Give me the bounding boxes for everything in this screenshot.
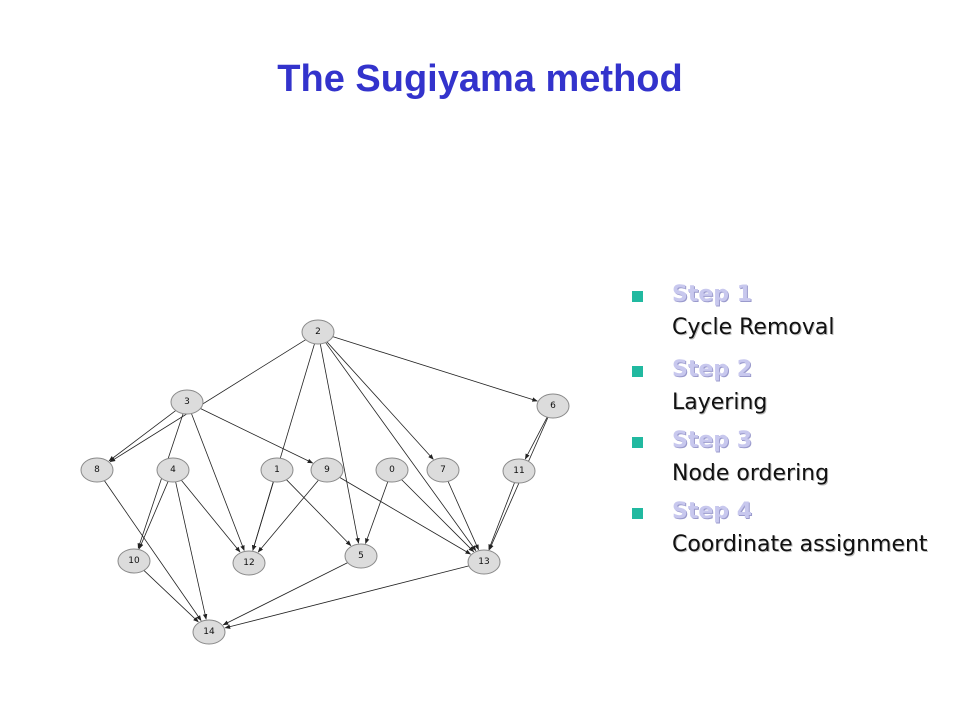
node-shape [170,389,204,415]
node-label: 1 [274,465,280,475]
node-shape [426,457,460,483]
node-shape [260,457,294,483]
step-description: Coordinate assignment [672,532,928,557]
edge-3-to-10 [137,413,184,549]
node-shape [467,549,501,575]
step-title: Step 3 [672,428,752,453]
node-shape [502,458,536,484]
edge-3-to-12 [191,413,245,552]
node-shape [310,457,344,483]
edge-5-to-14 [222,562,348,626]
node-shape [192,619,226,645]
node-label: 12 [243,558,254,568]
bullet-icon [632,437,643,448]
node-shape [536,393,570,419]
graph-node-0: 0 [375,457,409,483]
graph-node-11: 11 [502,458,536,484]
step-description: Layering [672,390,768,415]
node-shape [301,319,335,345]
node-label: 10 [128,556,140,566]
node-shape [80,457,114,483]
edge-2-to-7 [326,341,434,460]
node-label: 6 [550,401,556,411]
graph-node-9: 9 [310,457,344,483]
edge-4-to-10 [138,481,169,550]
graph-node-13: 13 [467,549,501,575]
graph-node-8: 8 [80,457,114,483]
graph-node-2: 2 [301,319,335,345]
node-label: 0 [389,465,395,475]
node-shape [117,548,151,574]
edge-1-to-5 [286,479,352,547]
graph-node-6: 6 [536,393,570,419]
node-label: 4 [170,465,176,475]
edge-0-to-13 [401,479,475,553]
graph-node-3: 3 [170,389,204,415]
step-description: Cycle Removal [672,315,835,340]
edge-7-to-13 [447,481,479,551]
edge-6-to-11 [524,416,548,460]
step-title: Step 2 [672,357,752,382]
bullet-icon [632,291,643,302]
node-label: 2 [315,327,321,337]
step-description: Node ordering [672,461,830,486]
edge-2-to-13 [325,342,477,552]
graph-node-12: 12 [232,550,266,576]
step-title: Step 4 [672,499,752,524]
edge-2-to-6 [332,336,538,402]
node-shape [232,550,266,576]
edge-9-to-13 [339,477,472,555]
edge-4-to-14 [175,481,208,620]
node-label: 11 [513,466,524,476]
edge-11-to-13 [488,482,515,551]
edge-2-to-8 [109,339,306,463]
slide-title: The Sugiyama method [277,58,683,100]
node-label: 13 [478,557,489,567]
graph-node-1: 1 [260,457,294,483]
step-title: Step 1 [672,282,752,307]
graph-node-10: 10 [117,548,151,574]
edge-9-to-12 [257,479,319,553]
edge-1-to-12 [252,481,274,551]
graph-node-7: 7 [426,457,460,483]
node-label: 7 [440,465,446,475]
graph-node-14: 14 [192,619,226,645]
edge-3-to-9 [200,408,314,464]
edge-2-to-5 [319,343,360,544]
node-label: 8 [94,465,100,475]
node-shape [375,457,409,483]
node-label: 5 [358,551,364,561]
edge-6-to-13 [489,417,549,551]
graph-node-5: 5 [344,543,378,569]
graph-node-4: 4 [156,457,190,483]
node-shape [156,457,190,483]
bullet-icon [632,366,643,377]
edge-8-to-14 [104,480,202,621]
node-label: 3 [184,397,190,407]
edge-10-to-14 [143,570,199,623]
edge-4-to-12 [181,479,241,553]
node-label: 9 [324,465,330,475]
graph-edges [104,336,549,629]
edge-3-to-8 [108,410,176,462]
node-shape [344,543,378,569]
edge-13-to-14 [224,565,469,629]
edge-0-to-5 [365,481,389,545]
bullet-icon [632,508,643,519]
node-label: 14 [203,627,215,637]
